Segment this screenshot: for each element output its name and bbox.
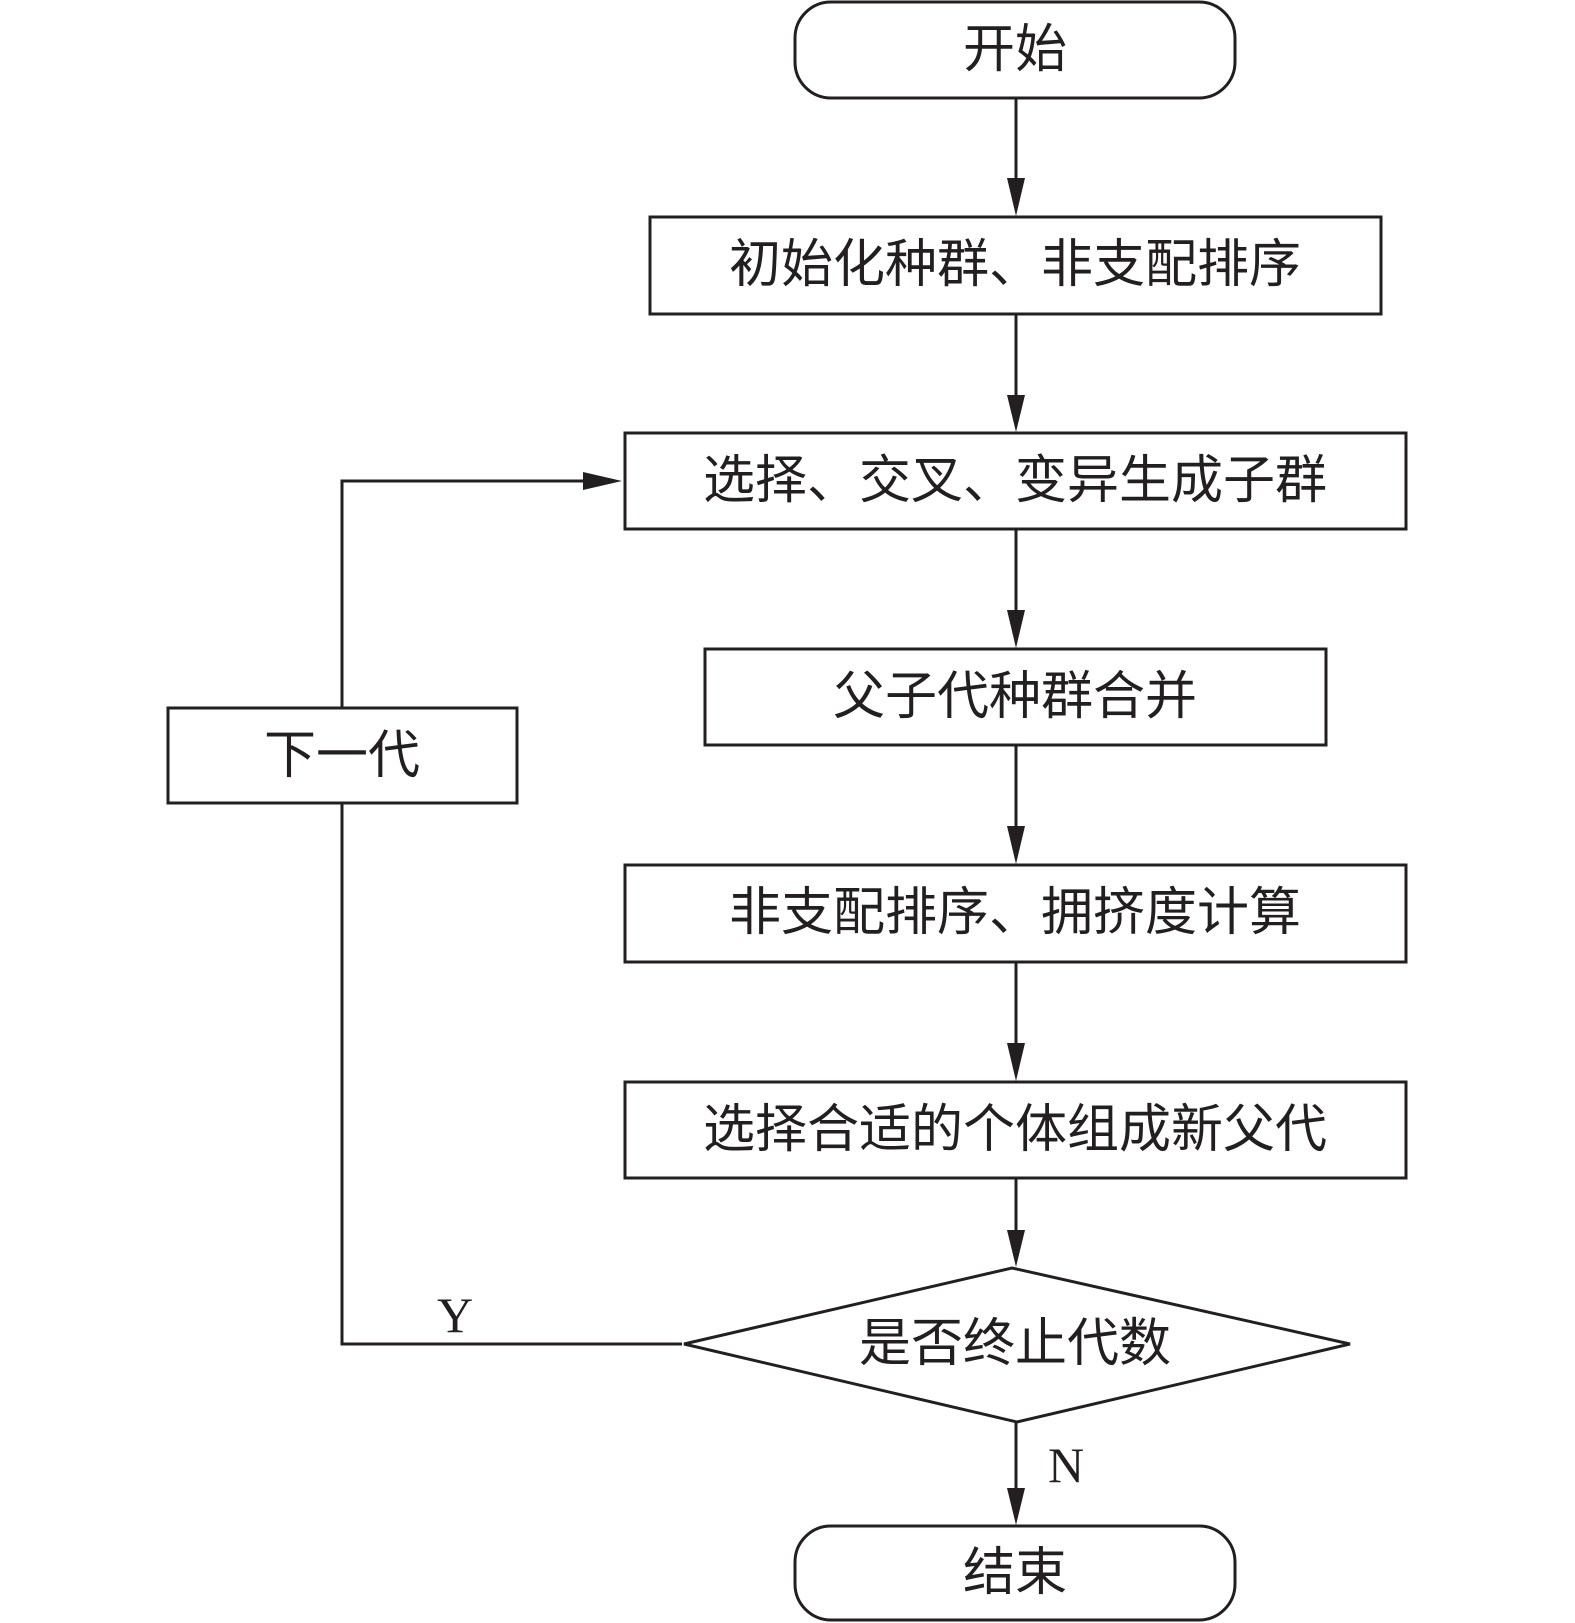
node-select: 选择合适的个体组成新父代 [623,1080,1408,1180]
node-offspring: 选择、交叉、变异生成子群 [623,431,1408,531]
arrowhead-icon [1007,826,1025,864]
edges [340,98,1025,1525]
node-merge: 父子代种群合并 [703,647,1328,747]
node-offspring-label: 选择、交叉、变异生成子群 [703,451,1327,511]
node-decision-label: 是否终止代数 [859,1314,1171,1374]
node-decision: 是否终止代数 [683,1266,1351,1424]
node-start: 开始 [793,0,1237,100]
arrowhead-icon [1007,178,1025,216]
node-init: 初始化种群、非支配排序 [648,215,1383,316]
node-start-label: 开始 [963,20,1067,80]
node-end: 结束 [793,1524,1237,1622]
edge-decision-next [340,803,682,1346]
node-sort: 非支配排序、拥挤度计算 [623,863,1408,964]
node-merge-label: 父子代种群合并 [833,667,1197,727]
edge-label-no: N [1048,1437,1084,1493]
node-sort-label: 非支配排序、拥挤度计算 [729,883,1301,943]
node-next: 下一代 [166,706,519,805]
node-init-label: 初始化种群、非支配排序 [729,235,1301,295]
arrowhead-icon [1007,1043,1025,1081]
node-select-label: 选择合适的个体组成新父代 [703,1100,1327,1160]
edge-label-yes: Y [437,1287,473,1343]
arrowhead-icon [1007,1230,1025,1267]
edge-next-offspring [340,479,600,708]
node-end-label: 结束 [963,1543,1067,1603]
arrowhead-icon [1007,395,1025,432]
arrowhead-icon [1007,610,1025,648]
arrowhead-icon [1007,1488,1025,1525]
arrowhead-icon [583,472,622,490]
node-next-label: 下一代 [264,726,420,786]
